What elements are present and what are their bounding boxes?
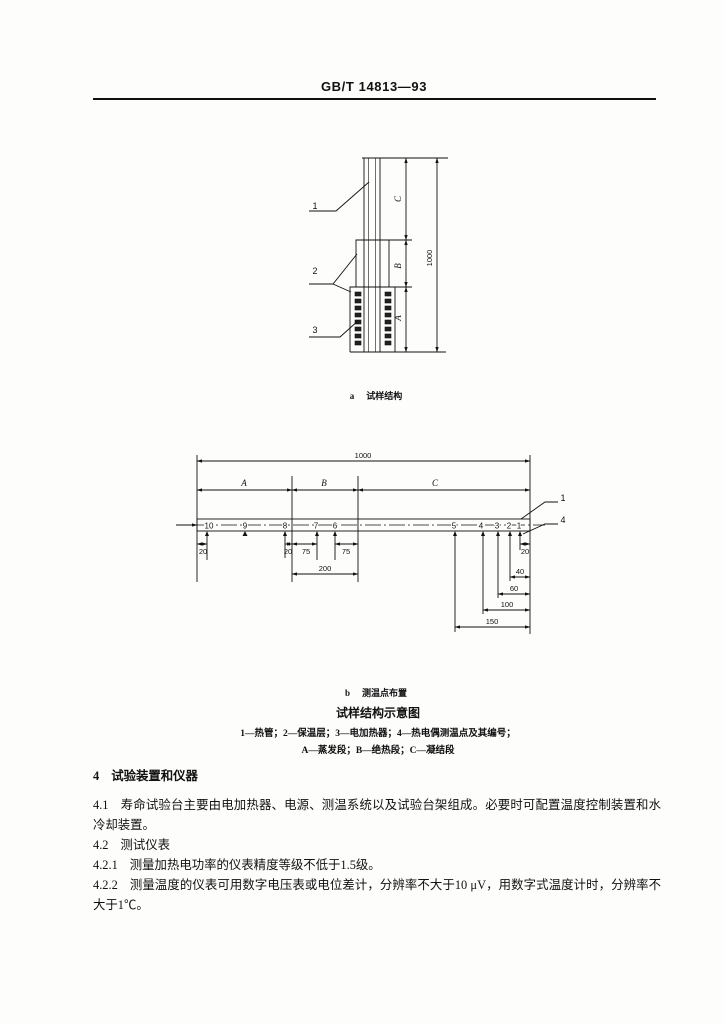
insulation-layer bbox=[355, 239, 412, 287]
figure-a-labels: 1 2 3 C B A 1000 bbox=[312, 195, 434, 335]
point-label: 1 bbox=[517, 522, 522, 531]
callout-label: 1 bbox=[312, 201, 317, 211]
dimension-label: 20 bbox=[521, 547, 529, 556]
figure-title: 试样结构示意图 bbox=[335, 706, 420, 720]
figure-legend-line: 1—热管；2—保温层；3—电加热器；4—热电偶测温点及其编号； bbox=[240, 729, 516, 739]
callout-leader-2b bbox=[332, 283, 352, 293]
point-label: 2 bbox=[507, 522, 512, 531]
point-label: 4 bbox=[479, 522, 484, 531]
point-label: 6 bbox=[333, 522, 338, 531]
section-title: 试验装置和仪器 bbox=[111, 769, 198, 783]
callout-label: 3 bbox=[312, 325, 317, 335]
section-number: 4 bbox=[93, 769, 100, 783]
header-rule bbox=[93, 98, 656, 100]
figure-legend-line: A—蒸发段；B—绝热段；C—凝结段 bbox=[301, 746, 455, 756]
heater-box bbox=[349, 286, 412, 352]
clause: 4.2 测试仪表 bbox=[93, 835, 661, 855]
dimension-label: 60 bbox=[510, 584, 518, 593]
figure-b-caption: b 测温点布置 bbox=[276, 686, 476, 699]
callout-leader-thermocouple bbox=[522, 523, 558, 535]
dimension-label-total: 1000 bbox=[355, 451, 372, 460]
section-label-b: B bbox=[321, 478, 327, 488]
callout-label: 2 bbox=[312, 266, 317, 276]
caption-label: b bbox=[344, 688, 350, 698]
dimension-label: 150 bbox=[486, 617, 499, 626]
caption-text: 测温点布置 bbox=[362, 688, 408, 698]
clause-text: 测量温度的仪表可用数字电压表或电位差计，分辨率不大于10 μV，用数字式温度计时… bbox=[93, 878, 661, 912]
point-label: 5 bbox=[452, 522, 457, 531]
point-label: 7 bbox=[314, 522, 319, 531]
section-label-c: C bbox=[432, 478, 439, 488]
dimension-label: 40 bbox=[516, 567, 524, 576]
thermocouple-markers bbox=[205, 531, 522, 632]
figure-b-labels: 1000 A B C 10 9 8 7 6 5 4 3 2 1 20 20 75… bbox=[199, 451, 566, 626]
clause-number: 4.2.2 bbox=[93, 878, 118, 892]
figure-a-caption: a 试样结构 bbox=[276, 389, 476, 402]
caption-text: 试样结构 bbox=[366, 391, 403, 401]
callout-label: 4 bbox=[560, 515, 565, 525]
point-label: 10 bbox=[205, 522, 214, 531]
point-label: 9 bbox=[243, 522, 248, 531]
callout-leader-3 bbox=[309, 319, 360, 338]
callout-leader-1 bbox=[309, 181, 370, 212]
clause-number: 4.1 bbox=[93, 798, 109, 812]
clause: 4.2.1 测量加热电功率的仪表精度等级不低于1.5级。 bbox=[93, 855, 661, 875]
clause-number: 4.2.1 bbox=[93, 858, 118, 872]
dimension-label: 75 bbox=[342, 547, 350, 556]
section-label-b: B bbox=[393, 263, 403, 269]
clause-text: 测试仪表 bbox=[120, 838, 171, 852]
dimension-label: 200 bbox=[319, 564, 332, 573]
section-label-c: C bbox=[393, 195, 403, 202]
dimension-label-total: 1000 bbox=[425, 250, 434, 267]
clause-text: 寿命试验台主要由电加热器、电源、测温系统以及试验台架组成。必要时可配置温度控制装… bbox=[93, 798, 661, 832]
standard-code: GB/T 14813—93 bbox=[320, 79, 428, 94]
figure-a bbox=[309, 157, 448, 353]
section-label-a: A bbox=[240, 478, 247, 488]
dimension-label: 20 bbox=[199, 547, 207, 556]
figure-b bbox=[176, 455, 558, 634]
dimension-label: 100 bbox=[501, 600, 514, 609]
heat-pipe-vertical bbox=[363, 158, 381, 352]
heater-coils bbox=[354, 291, 392, 346]
clause-number: 4.2 bbox=[93, 838, 109, 852]
caption-label: a bbox=[349, 391, 355, 401]
point-label: 3 bbox=[495, 522, 500, 531]
clause-text: 测量加热电功率的仪表精度等级不低于1.5级。 bbox=[129, 858, 381, 872]
callout-leader-pipe bbox=[520, 501, 558, 520]
callout-label: 1 bbox=[560, 493, 565, 503]
section-label-a: A bbox=[393, 315, 403, 322]
dimension-label: 20 bbox=[284, 547, 292, 556]
point-label: 8 bbox=[283, 522, 288, 531]
section-heading: 4 试验装置和仪器 bbox=[93, 766, 661, 786]
dimension-label: 75 bbox=[302, 547, 310, 556]
